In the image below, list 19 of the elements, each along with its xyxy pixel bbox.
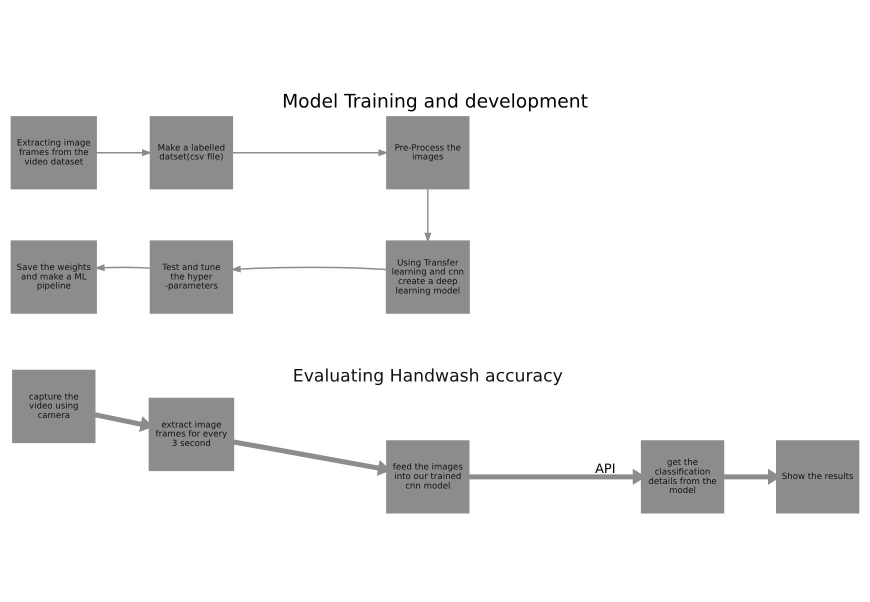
node-box: Make a labelled datset(csv file)	[150, 116, 234, 189]
node-box: feed the images into our trained cnn model	[386, 440, 470, 513]
diagram-title: Model Training and development	[282, 91, 588, 112]
node-box: Pre-Process the images	[386, 116, 470, 189]
node-box: capture the video using camera	[12, 369, 96, 443]
arrow	[96, 148, 152, 156]
arrow	[230, 265, 386, 272]
arrow	[94, 264, 150, 271]
node-box: get the classification details from the model	[640, 440, 724, 513]
node-box: Using Transfer learning and cnn create a deep learning model	[386, 240, 470, 314]
node-box: Extracting image frames from the video dataset	[10, 116, 97, 189]
node-box: Save the weights and make a ML pipeline	[10, 240, 97, 314]
node-box: Show the results	[776, 440, 860, 513]
node-box: extract image frames for every 3 second	[148, 397, 234, 471]
edge-label: API	[595, 461, 616, 476]
arrow	[232, 148, 389, 156]
node-box: Test and tune the hyper -parameters	[150, 240, 234, 314]
label: Evaluating Handwash accuracy	[292, 366, 563, 386]
arrow	[424, 188, 432, 242]
